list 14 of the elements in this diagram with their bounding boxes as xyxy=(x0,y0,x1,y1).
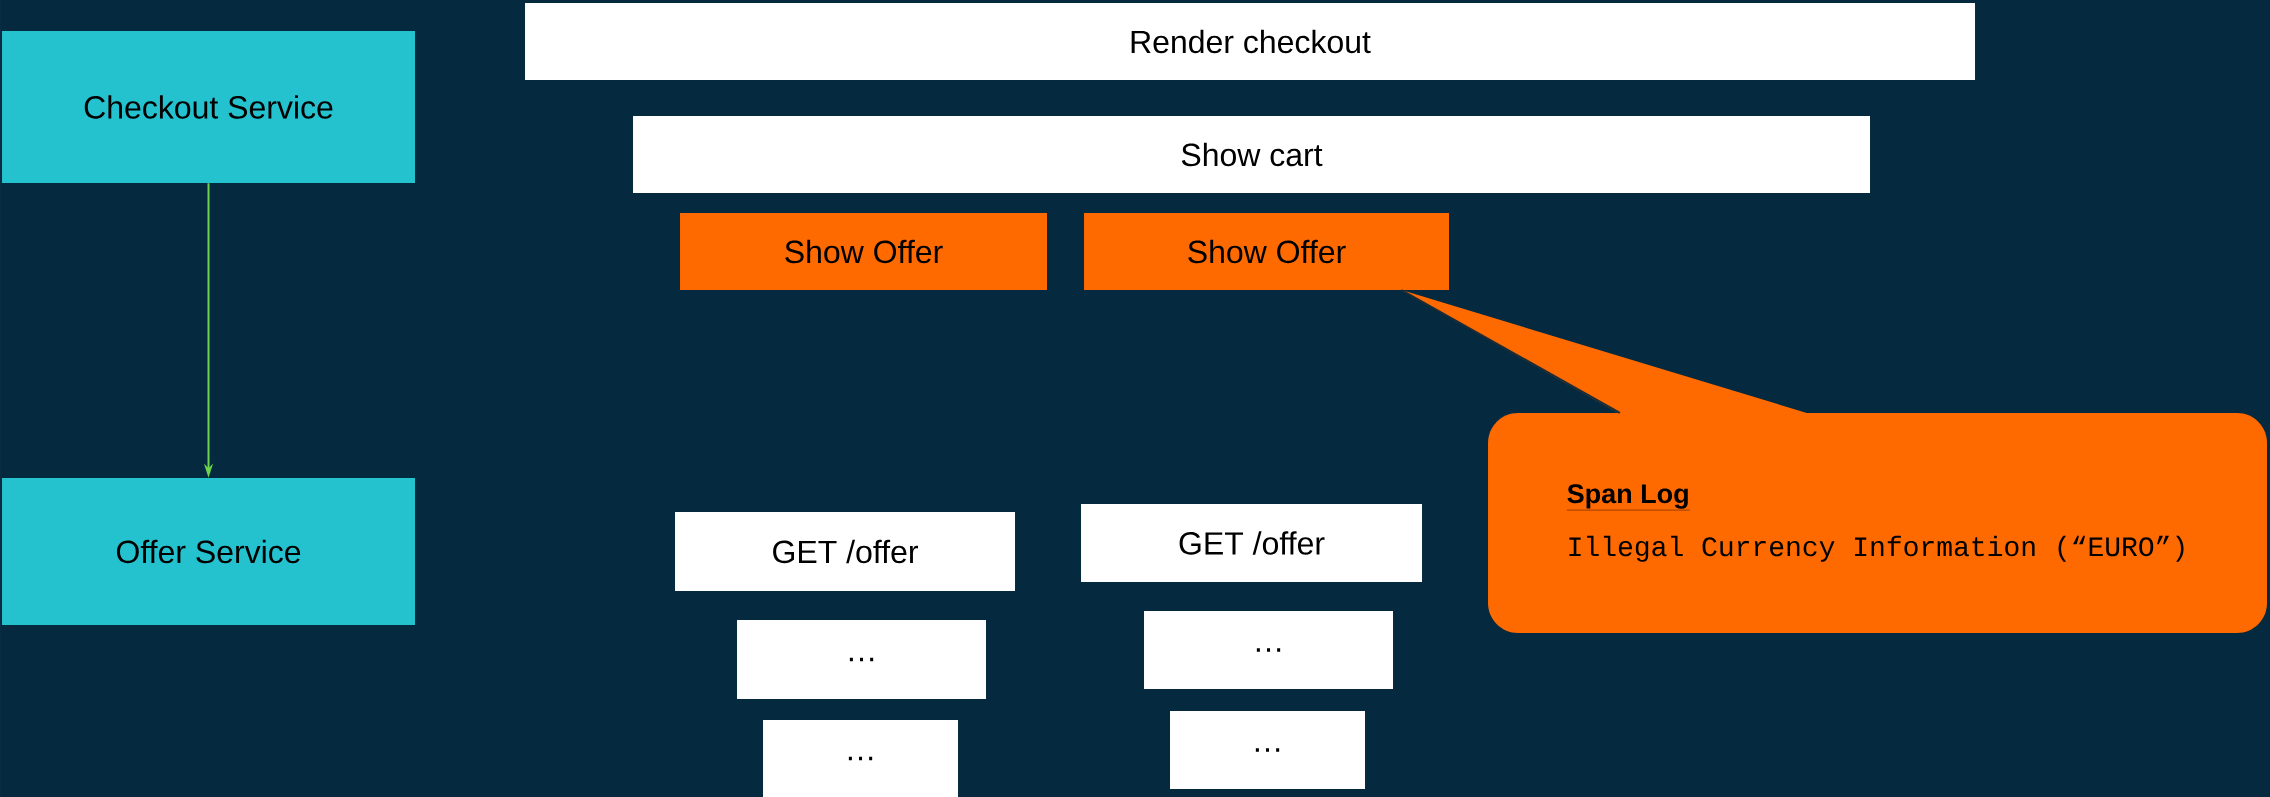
span-bar: … xyxy=(1170,711,1365,789)
span-bar: Show cart xyxy=(633,116,1870,193)
span-bar: GET /offer xyxy=(675,512,1015,591)
span-bar: Show Offer xyxy=(680,213,1047,290)
span-bar: Show Offer xyxy=(1084,213,1449,290)
span-bar: Render checkout xyxy=(525,3,1975,80)
span-bar: GET /offer xyxy=(1081,504,1422,582)
service-box: Offer Service xyxy=(2,478,415,625)
service-box: Checkout Service xyxy=(2,31,415,183)
span-bar: … xyxy=(737,620,986,699)
span-bar: … xyxy=(763,720,958,797)
span-bar: … xyxy=(1144,611,1393,689)
leader-line xyxy=(1400,289,1621,414)
callout-box: Span Log Illegal Currency Information (“EURO”) xyxy=(1401,290,2267,633)
